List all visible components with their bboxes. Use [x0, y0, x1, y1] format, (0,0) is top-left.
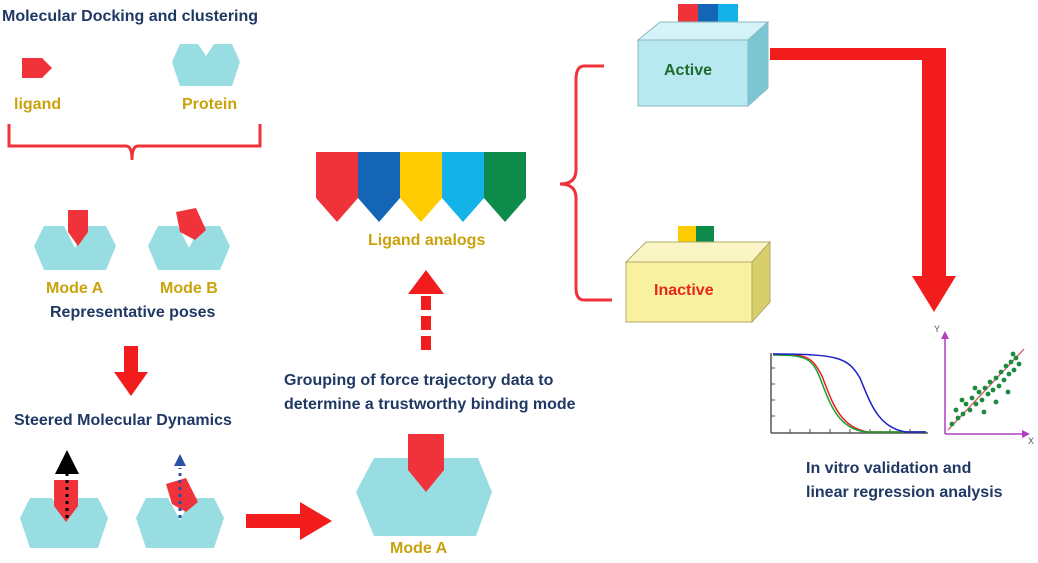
mode-a-ligand: [68, 210, 88, 246]
protein-label: Protein: [182, 96, 238, 113]
scatter-point: [959, 397, 965, 403]
ligand-icon: [22, 58, 52, 78]
right-arrow-to-mode-a: [246, 502, 332, 540]
scatter-point: [1006, 371, 1012, 377]
scatter-point: [955, 415, 961, 421]
scatter-point: [973, 401, 979, 407]
grouping-line-1: Grouping of force trajectory data to: [284, 372, 554, 389]
validation-line-1: In vitro validation and: [806, 460, 972, 477]
dash-2: [421, 316, 431, 330]
curve-red: [772, 353, 926, 433]
dash-3: [421, 296, 431, 310]
scatter-point: [967, 407, 973, 413]
mode-b-label: Mode B: [160, 280, 218, 297]
scatter-point: [953, 407, 959, 413]
analog-brace: [559, 64, 612, 302]
scatter-point: [1001, 377, 1007, 383]
representative-poses-label: Representative poses: [50, 304, 216, 321]
mode-b-protein: [148, 226, 230, 270]
scatter-point: [963, 401, 969, 407]
dose-response-plot: [770, 353, 928, 434]
scatter-point: [960, 411, 966, 417]
scatter-point: [949, 421, 955, 427]
analog-blue: [358, 152, 400, 222]
scatter-point: [993, 399, 999, 405]
scatter-point: [1005, 389, 1011, 395]
axis-y-label: Y: [934, 324, 941, 334]
curve-green: [772, 354, 926, 433]
analog-green: [484, 152, 526, 222]
smd-title: Steered Molecular Dynamics: [14, 412, 232, 429]
inactive-label: Inactive: [654, 282, 714, 299]
smd-pull-arrowhead-2: [174, 454, 186, 466]
protein-icon: [172, 44, 240, 86]
analog-yellow: [400, 152, 442, 222]
mode-a-label: Mode A: [46, 280, 104, 297]
ligand-label: ligand: [14, 96, 62, 113]
analog-cyan: [442, 152, 484, 222]
scatter-point: [1003, 363, 1009, 369]
active-box-top: [636, 21, 770, 41]
scatter-point: [985, 391, 991, 397]
scatter-point: [1010, 351, 1016, 357]
scatter-point: [1016, 361, 1022, 367]
active-box-front: [637, 39, 749, 107]
active-to-validation-arrow: [770, 48, 956, 312]
axis-x-label: X: [1028, 436, 1035, 446]
scatter-point: [969, 395, 975, 401]
dash-1: [421, 336, 431, 350]
mode-b-ligand: [176, 208, 206, 240]
scatter-point: [1011, 367, 1017, 373]
scatter-point: [993, 375, 999, 381]
mode-a-protein: [34, 226, 116, 270]
scatter-point: [990, 387, 996, 393]
curve-blue: [772, 353, 926, 433]
scatter-point: [976, 389, 982, 395]
validation-line-2: linear regression analysis: [806, 484, 1003, 501]
inactive-box-front: [625, 261, 753, 323]
analog-red: [316, 152, 358, 222]
down-arrow-to-smd: [114, 346, 148, 396]
smd-protein-2: [136, 498, 224, 548]
final-mode-a-ligand: [408, 434, 444, 492]
final-mode-a-protein: [356, 458, 492, 536]
scatter-point: [982, 385, 988, 391]
smd-ligand-2: [166, 478, 198, 512]
inactive-box-top: [624, 241, 772, 263]
scatter-point: [1013, 355, 1019, 361]
scatter-point: [987, 379, 993, 385]
docking-title: Molecular Docking and clustering: [2, 8, 259, 25]
docking-bracket: [7, 124, 262, 161]
scatter-point: [981, 409, 987, 415]
active-label: Active: [664, 62, 713, 79]
smd-protein-1: [20, 498, 108, 548]
scatter-point: [979, 397, 985, 403]
scatter-point: [1008, 359, 1014, 365]
up-arrowhead: [408, 270, 444, 294]
scatter-point: [996, 383, 1002, 389]
ligand-analogs-label: Ligand analogs: [368, 232, 486, 249]
final-mode-a-label: Mode A: [390, 540, 448, 557]
scatter-point: [972, 385, 978, 391]
scatter-point: [998, 369, 1004, 375]
grouping-line-2: determine a trustworthy binding mode: [284, 396, 576, 413]
regression-plot: [941, 331, 1030, 438]
